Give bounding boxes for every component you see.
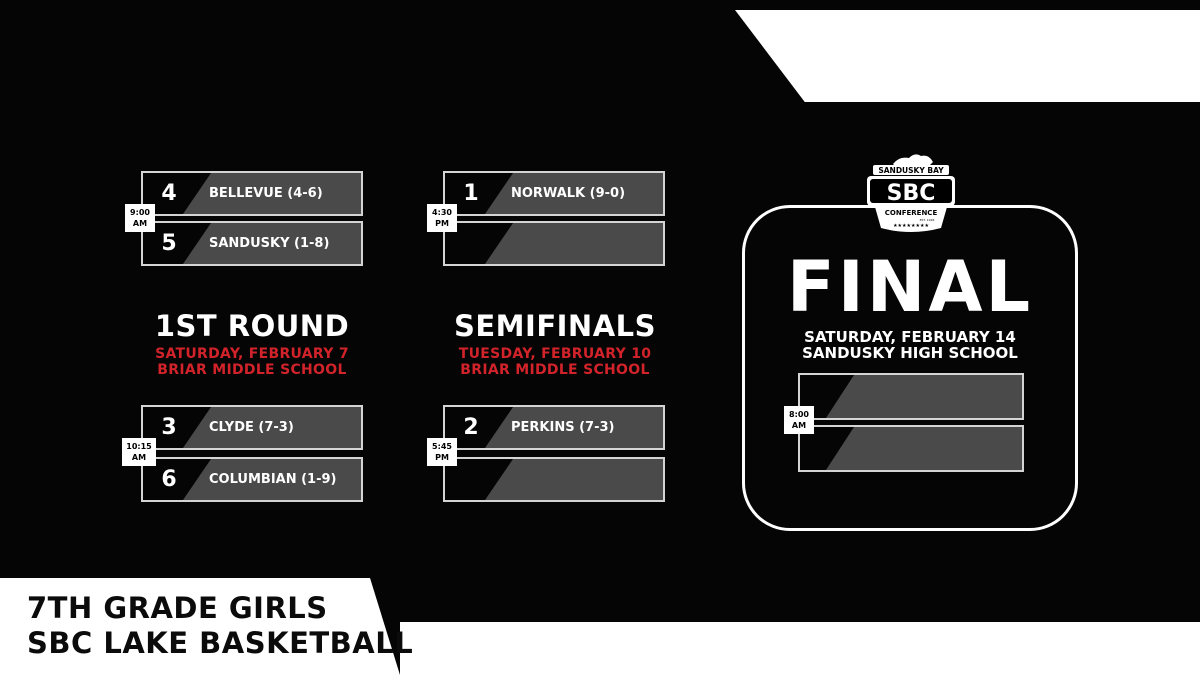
- final-venue: SANDUSKY HIGH SCHOOL: [802, 344, 1018, 362]
- sbc-conference-logo: SANDUSKY BAY SBC CONFERENCE EST. 1926 ★★…: [867, 154, 955, 232]
- team-fill: [183, 223, 361, 264]
- matchup-slot-sf1-bottom: [443, 221, 665, 266]
- logo-bottom-text: CONFERENCE: [885, 209, 938, 217]
- time-period: AM: [131, 453, 147, 462]
- logo-top-band: [873, 165, 949, 175]
- seed-number: 4: [161, 181, 177, 206]
- game-time-badge: 9:00 AM: [125, 204, 155, 232]
- team-name: NORWALK (9-0): [511, 186, 626, 201]
- team-fill: [183, 173, 361, 214]
- time-period: AM: [791, 421, 807, 430]
- title-block: [0, 578, 400, 675]
- round-venue-1st: BRIAR MIDDLE SCHOOL: [157, 362, 347, 378]
- game-time-badge: 10:15 AM: [122, 438, 156, 466]
- team-fill: [183, 459, 361, 500]
- matchup-slot-r1g2-top: 3 CLYDE (7-3): [141, 405, 363, 450]
- title-line-1: 7TH GRADE GIRLS: [27, 591, 328, 625]
- round-date-1st: SATURDAY, FEBRUARY 7: [155, 346, 349, 362]
- logo-bottom-band: [875, 207, 947, 232]
- seed-number: 2: [463, 415, 479, 440]
- round-venue-semifinals: BRIAR MIDDLE SCHOOL: [460, 362, 650, 378]
- final-slot-bottom: [798, 425, 1024, 472]
- matchup-slot-sf2-top: 2 PERKINS (7-3): [443, 405, 665, 450]
- final-slot-top: [798, 373, 1024, 420]
- logo-est-text: EST. 1926: [920, 218, 935, 222]
- seed-number: 5: [161, 231, 177, 256]
- team-fill: [183, 407, 361, 448]
- lake-shape-icon: [893, 154, 933, 166]
- seed-number: 1: [463, 181, 479, 206]
- matchup-slot-r1g2-bottom: 6 COLUMBIAN (1-9): [141, 457, 363, 502]
- title-line-2: SBC LAKE BASKETBALL: [27, 626, 414, 660]
- final-frame: [742, 205, 1078, 531]
- logo-main-inner: [870, 179, 952, 203]
- time-period: PM: [435, 219, 449, 228]
- team-name: CLYDE (7-3): [209, 420, 294, 435]
- stars-icon: ★★★★★★★★: [893, 223, 929, 229]
- time-value: 10:15: [126, 442, 152, 451]
- game-time-badge: 8:00 AM: [784, 406, 814, 434]
- time-value: 9:00: [130, 208, 150, 217]
- team-fill: [826, 375, 1022, 418]
- time-value: 8:00: [789, 410, 809, 419]
- matchup-slot-sf1-top: 1 NORWALK (9-0): [443, 171, 665, 216]
- time-period: AM: [132, 219, 148, 228]
- team-name: BELLEVUE (4-6): [209, 186, 323, 201]
- final-title: FINAL: [786, 246, 1034, 328]
- team-name: PERKINS (7-3): [511, 420, 615, 435]
- team-name: SANDUSKY (1-8): [209, 236, 330, 251]
- final-date: SATURDAY, FEBRUARY 14: [804, 328, 1016, 346]
- team-fill: [826, 427, 1022, 470]
- team-fill: [485, 407, 663, 448]
- top-right-decor: [735, 10, 1200, 102]
- team-fill: [485, 459, 663, 500]
- time-value: 5:45: [432, 442, 452, 451]
- team-fill: [485, 173, 663, 214]
- matchup-slot-sf2-bottom: [443, 457, 665, 502]
- game-time-badge: 4:30 PM: [427, 204, 457, 232]
- logo-top-text: SANDUSKY BAY: [878, 166, 944, 175]
- time-value: 4:30: [432, 208, 452, 217]
- seed-number: 3: [161, 415, 177, 440]
- team-fill: [485, 223, 663, 264]
- matchup-slot-r1g1-bottom: 5 SANDUSKY (1-8): [141, 221, 363, 266]
- bottom-decor-bar: [400, 622, 1200, 675]
- seed-number: 6: [161, 467, 177, 492]
- round-title-1st: 1ST ROUND: [154, 309, 350, 343]
- logo-main-text: SBC: [887, 181, 936, 206]
- time-period: PM: [435, 453, 449, 462]
- matchup-slot-r1g1-top: 4 BELLEVUE (4-6): [141, 171, 363, 216]
- round-title-semifinals: SEMIFINALS: [453, 309, 657, 343]
- game-time-badge: 5:45 PM: [427, 438, 457, 466]
- team-name: COLUMBIAN (1-9): [209, 472, 337, 487]
- round-date-semifinals: TUESDAY, FEBRUARY 10: [458, 346, 652, 362]
